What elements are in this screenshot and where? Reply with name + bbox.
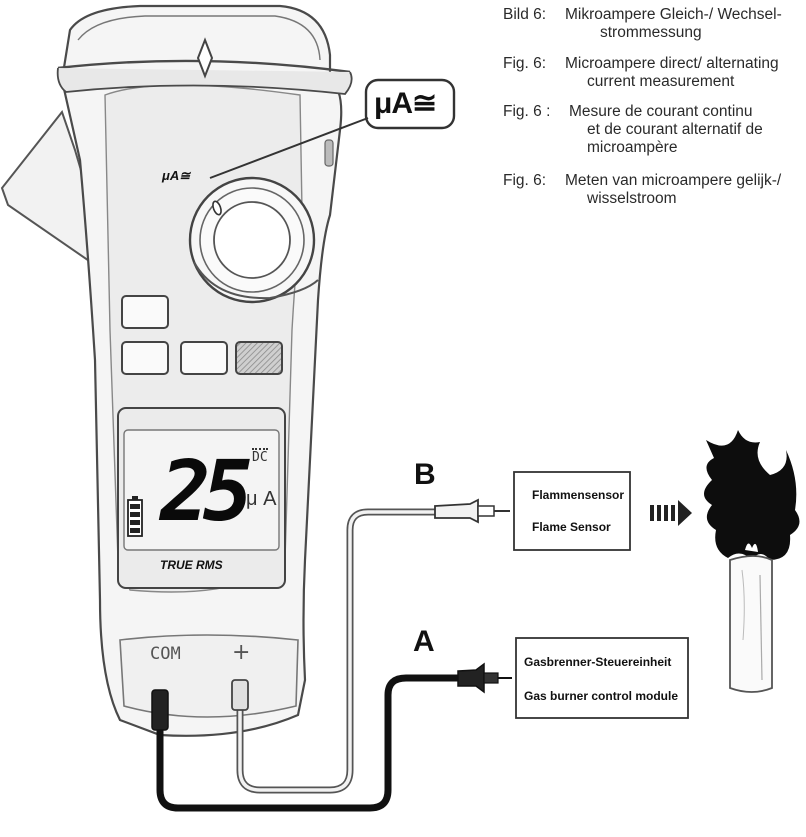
battery-icon [127, 496, 143, 537]
caption-french-line2: et de courant alternatif de [587, 121, 763, 138]
gas-burner-label-de: Gasbrenner-Steuereinheit [524, 655, 672, 669]
flame-sensor-box [513, 471, 631, 551]
lcd-display [117, 407, 286, 589]
function-button-left[interactable] [121, 341, 169, 375]
button-group [121, 295, 283, 375]
gas-burner-box [515, 637, 689, 719]
caption-english-line2: current measurement [587, 73, 735, 90]
caption-french-line1: Mesure de courant continu [569, 103, 753, 120]
trigger-indicator [196, 37, 214, 79]
brand-text: TRUE RMS [160, 558, 223, 572]
dial-label: μA≅ [162, 168, 191, 183]
caption-english-line1: Microampere direct/ alternating [565, 55, 779, 72]
gas-burner-label-en: Gas burner control module [524, 689, 679, 703]
meter-band [56, 59, 353, 95]
rotary-dial[interactable] [188, 176, 319, 304]
caption-english-label: Fig. 6: [503, 55, 547, 72]
lcd-unit: μ A [246, 488, 277, 510]
flame-sensor-label-en: Flame Sensor [532, 520, 611, 534]
lcd-reading: 25 [160, 442, 253, 540]
candle [729, 555, 773, 693]
caption-dutch-line1: Meten van microampere gelijk-/ [565, 172, 782, 189]
lcd-mode: DC [252, 448, 268, 465]
jack-plus-label: + [232, 640, 251, 665]
probe-a [457, 662, 512, 694]
test-lead-a [151, 674, 460, 812]
test-lead-b [231, 508, 435, 794]
probe-b-letter: B [414, 458, 436, 491]
function-callout [209, 78, 456, 179]
function-button-hatched[interactable] [235, 341, 283, 375]
flame-sensor-label-de: Flammensensor [532, 488, 625, 502]
caption-german-label: Bild 6: [503, 6, 547, 23]
dashed-arrow [650, 500, 692, 526]
jack-com-label: COM [150, 644, 181, 664]
probe-a-letter: A [413, 625, 435, 658]
flame-icon [704, 430, 800, 560]
callout-symbol: μA≅ [374, 87, 437, 120]
caption-german: Bild 6: Mikroampere Gleich-/ Wechsel- str… [503, 6, 782, 42]
caption-french-line3: microampère [587, 139, 678, 156]
probe-b [434, 498, 510, 524]
caption-english: Fig. 6: Microampere direct/ alternating c… [503, 55, 779, 91]
caption-french: Fig. 6 : Mesure de courant continu et de … [503, 103, 763, 157]
caption-french-label: Fig. 6 : [503, 103, 551, 120]
caption-dutch-label: Fig. 6: [503, 172, 547, 189]
caption-dutch-line2: wisselstroom [587, 190, 677, 207]
caption-german-line1: Mikroampere Gleich-/ Wechsel- [565, 6, 782, 23]
caption-dutch: Fig. 6: Meten van microampere gelijk-/ wi… [503, 172, 781, 208]
function-button-top[interactable] [121, 295, 169, 329]
function-button-middle[interactable] [180, 341, 228, 375]
caption-german-line2: strommessung [600, 24, 702, 41]
dial-pointer-mark [212, 200, 222, 216]
